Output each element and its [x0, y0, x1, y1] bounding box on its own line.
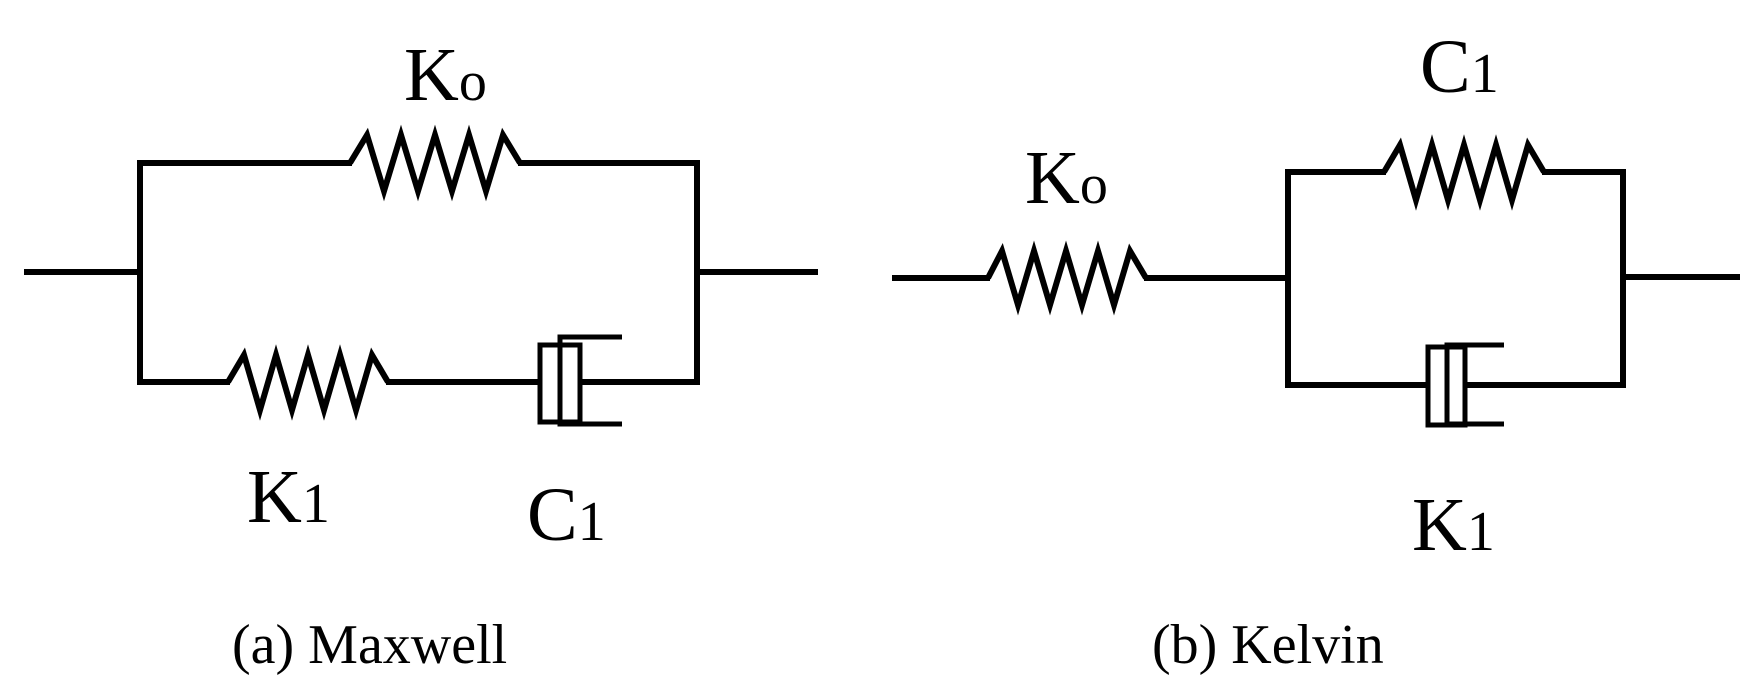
kelvin-dashpot-cylinder	[1444, 342, 1504, 427]
maxwell-k1-label: K1	[247, 455, 330, 539]
maxwell-c1-label: C1	[527, 473, 606, 557]
maxwell-k0-label: Ko	[404, 33, 487, 117]
kelvin-k1-label: K1	[1412, 483, 1495, 567]
kelvin-c1-spring	[1381, 134, 1547, 211]
kelvin-k0-label: Ko	[1025, 136, 1108, 220]
maxwell-caption: (a)Maxwell	[232, 614, 507, 676]
maxwell-k0-spring	[347, 124, 523, 202]
kelvin-model: C1 Ko K1 (b)Kelvin	[892, 25, 1740, 676]
maxwell-k1-spring	[225, 344, 391, 421]
maxwell-model: Ko K1 C1 (a)Maxwell	[24, 33, 818, 676]
maxwell-dashpot-cylinder	[557, 334, 622, 427]
kelvin-k0-spring	[985, 240, 1149, 316]
kelvin-c1-label: C1	[1420, 25, 1499, 109]
kelvin-caption: (b)Kelvin	[1152, 614, 1384, 676]
